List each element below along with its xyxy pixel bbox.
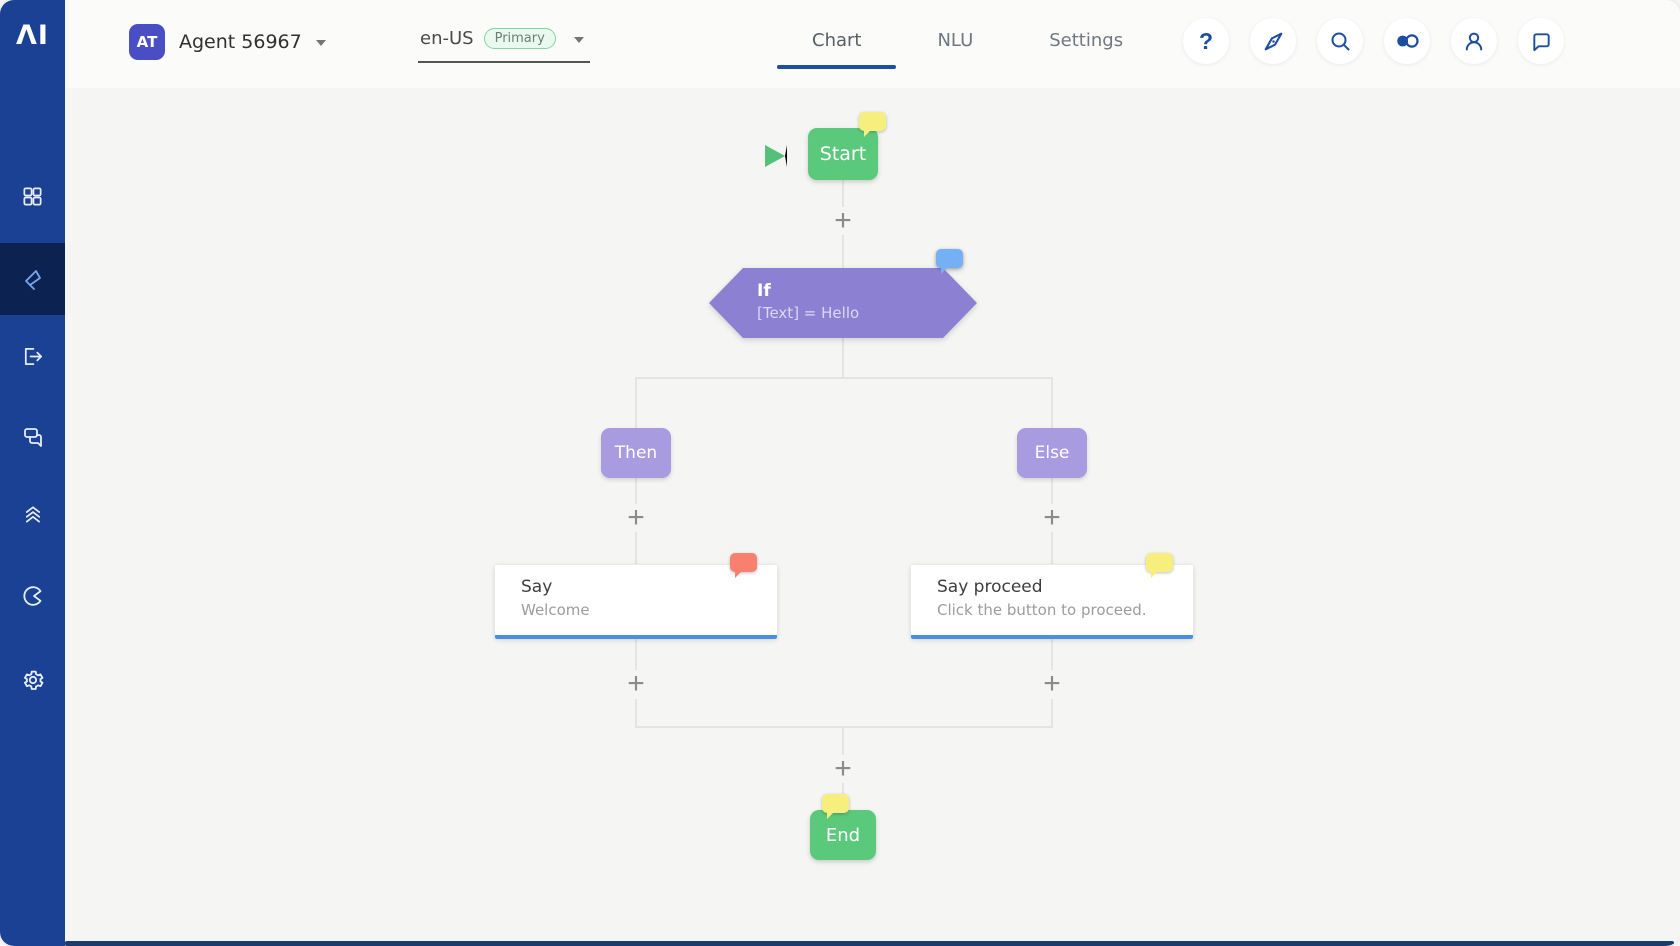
say-proceed-title: Say proceed (937, 577, 1043, 597)
tab-nlu[interactable]: NLU (902, 22, 1008, 69)
comment-badge-yellow[interactable] (822, 794, 849, 819)
connector (842, 338, 844, 377)
else-branch-node[interactable]: Else (1017, 428, 1087, 478)
tab-settings[interactable]: Settings (1014, 22, 1158, 69)
connector (842, 180, 844, 207)
connector (1051, 639, 1053, 670)
chevron-down-icon (573, 36, 584, 43)
sidebar-item-flows[interactable] (0, 243, 65, 315)
locale-selector[interactable]: en-US Primary (418, 24, 590, 63)
connector (1051, 532, 1053, 564)
connector (635, 378, 637, 428)
tab-nlu-label: NLU (937, 30, 974, 51)
add-node-button[interactable]: + (1039, 499, 1065, 537)
toggle-icon (1397, 34, 1419, 48)
active-tab-underline (777, 65, 897, 69)
add-node-button[interactable]: + (623, 665, 649, 703)
add-node-button[interactable]: + (830, 202, 856, 240)
toggle-button[interactable] (1384, 18, 1430, 64)
gear-icon (23, 670, 43, 690)
flag-icon (24, 270, 41, 290)
say-node[interactable]: Say Welcome (495, 553, 777, 639)
sidebar-item-exit[interactable] (0, 320, 65, 392)
search-button[interactable] (1317, 18, 1363, 64)
say-node-text: Welcome (521, 601, 590, 619)
else-branch-label: Else (1034, 443, 1070, 463)
chevrons-icon (25, 505, 41, 523)
chat-icon (1532, 32, 1550, 51)
user-icon (1465, 32, 1483, 51)
sidebar-item-skills[interactable] (0, 477, 65, 549)
agent-avatar: AT (129, 24, 165, 60)
add-node-button[interactable]: + (1039, 665, 1065, 703)
connector (1051, 478, 1053, 504)
chevron-down-icon (315, 40, 326, 46)
tab-bar: Chart NLU Settings (777, 22, 1158, 69)
then-branch-node[interactable]: Then (601, 428, 671, 478)
start-node[interactable]: Start (808, 112, 886, 180)
if-node[interactable]: If [Text] = Hello (709, 249, 977, 338)
agent-name: Agent 56967 (179, 31, 302, 53)
grid-icon (23, 186, 42, 206)
then-branch-label: Then (614, 443, 658, 463)
sidebar: ΛI (0, 0, 65, 946)
say-proceed-text: Click the button to proceed. (937, 601, 1147, 619)
add-node-button[interactable]: + (623, 499, 649, 537)
comment-badge-yellow[interactable] (1146, 553, 1173, 578)
chat-button[interactable] (1518, 18, 1564, 64)
connector (842, 235, 844, 268)
if-node-title: If (757, 281, 771, 301)
chat-bubbles-icon (23, 428, 42, 447)
end-node[interactable]: End (810, 794, 876, 860)
window-bottom-edge (65, 941, 1674, 946)
connector (1051, 699, 1053, 726)
agent-selector[interactable]: AT Agent 56967 (129, 24, 326, 60)
say-node-title: Say (521, 577, 553, 597)
locale-label: en-US (420, 28, 474, 49)
say-proceed-node[interactable]: Say proceed Click the button to proceed. (911, 553, 1193, 639)
search-icon (1331, 32, 1350, 51)
compass-button[interactable] (1250, 18, 1296, 64)
end-node-label: End (825, 824, 861, 846)
play-icon[interactable] (765, 145, 787, 167)
exit-icon (24, 347, 42, 365)
gauge-icon (23, 586, 41, 606)
sidebar-item-insights[interactable] (0, 560, 65, 632)
top-bar: AT Agent 56967 en-US Primary Chart NLU S… (65, 0, 1680, 88)
connector (635, 532, 637, 564)
sidebar-item-dashboard[interactable] (0, 160, 65, 232)
flow-canvas[interactable]: + + + + + + Start If [Text] = Hello Then… (65, 88, 1680, 941)
tab-chart-label: Chart (812, 30, 862, 51)
add-node-button[interactable]: + (830, 750, 856, 788)
start-node-label: Start (819, 143, 867, 165)
tab-settings-label: Settings (1049, 30, 1124, 51)
comment-badge-red[interactable] (730, 553, 757, 578)
sidebar-item-conversations[interactable] (0, 400, 65, 472)
if-node-shape: If [Text] = Hello (709, 268, 977, 338)
tab-chart[interactable]: Chart (777, 22, 897, 69)
comment-badge-blue[interactable] (936, 249, 963, 274)
connector (635, 699, 637, 726)
connector (1051, 378, 1053, 428)
user-button[interactable] (1451, 18, 1497, 64)
connector (842, 728, 844, 755)
question-mark-icon: ? (1198, 27, 1214, 54)
comment-badge-yellow[interactable] (859, 112, 886, 137)
help-button[interactable]: ? (1183, 18, 1229, 64)
header-actions: ? (1183, 18, 1564, 64)
if-node-condition: [Text] = Hello (757, 304, 860, 322)
connector-merge (635, 726, 1053, 728)
connector (635, 478, 637, 504)
app-logo: ΛI (16, 20, 49, 51)
connector-split (635, 377, 1053, 379)
sidebar-item-settings[interactable] (0, 644, 65, 716)
compass-icon (1264, 32, 1282, 50)
locale-primary-badge: Primary (483, 28, 556, 49)
connector (635, 639, 637, 670)
